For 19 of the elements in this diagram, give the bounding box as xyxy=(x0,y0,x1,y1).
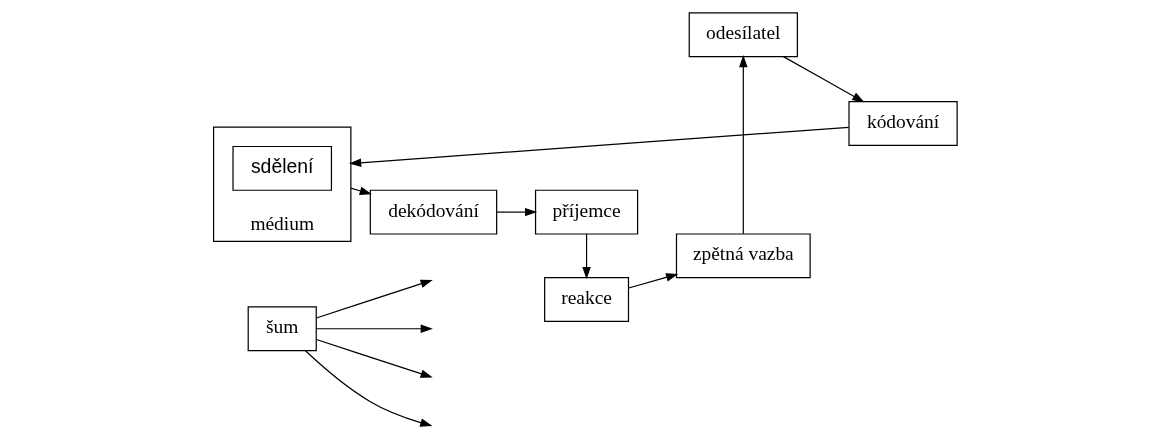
arrow xyxy=(315,324,433,333)
arrow xyxy=(348,126,849,167)
node-box: reakce xyxy=(543,277,629,323)
node-box: odesílatel xyxy=(688,12,798,58)
node-box: příjemce xyxy=(534,189,638,235)
arrow xyxy=(304,350,432,427)
arrow xyxy=(782,56,864,103)
node-box: zpětná vazba xyxy=(675,233,811,279)
arrow xyxy=(738,55,748,235)
arrow xyxy=(315,338,433,378)
node-box: dekódování xyxy=(369,189,497,235)
arrow xyxy=(315,279,433,319)
arrow xyxy=(349,186,372,195)
node-box: šum xyxy=(247,306,317,352)
arrow xyxy=(495,207,537,217)
arrow xyxy=(627,273,678,289)
arrow xyxy=(581,233,591,280)
node-box: sdělení xyxy=(231,145,332,191)
node-box: kódování xyxy=(847,100,958,146)
